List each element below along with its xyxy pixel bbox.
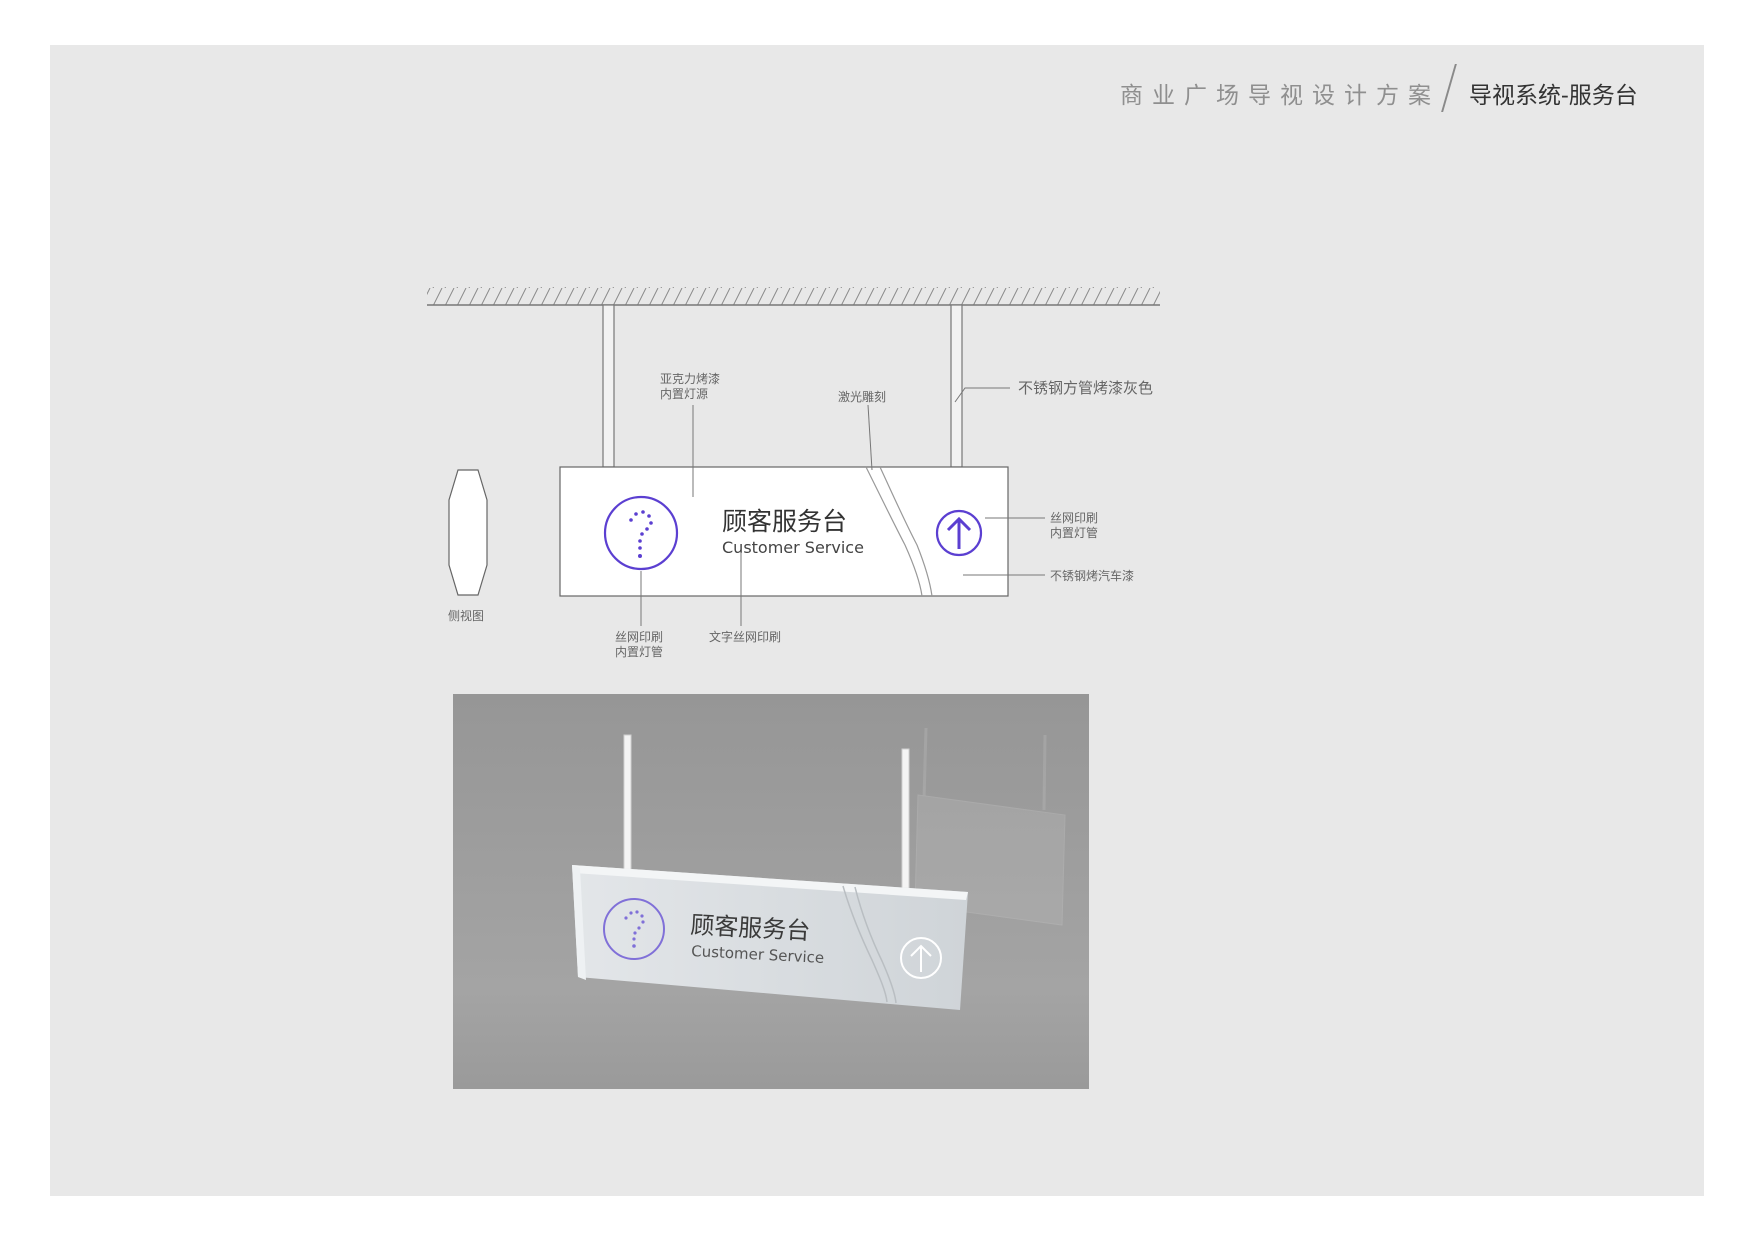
section-title: 导视系统-服务台 [1469, 83, 1638, 109]
note-screen-right-1: 丝网印刷 [1050, 511, 1098, 525]
sign-elevation [559, 466, 1009, 597]
arrow-up-icon [935, 509, 983, 557]
note-screen-left-1: 丝网印刷 [615, 630, 663, 644]
note-text-screen: 文字丝网印刷 [709, 629, 781, 644]
note-acrylic-1: 亚克力烤漆 [660, 371, 720, 386]
sign-title-cn: 顾客服务台 [722, 507, 847, 536]
ceiling [427, 287, 1160, 306]
side-view-label: 侧视图 [448, 608, 484, 623]
note-steel-paint: 不锈钢烤汽车漆 [1050, 568, 1134, 583]
note-steel-tube: 不锈钢方管烤漆灰色 [1018, 379, 1153, 397]
question-mark-icon [603, 495, 679, 571]
sign-render-photo: 顾客服务台 Customer Service [453, 694, 1089, 1089]
project-title: 商业广场导视设计方案 [1120, 83, 1440, 109]
note-laser: 激光雕刻 [838, 389, 886, 404]
sign-title-en: Customer Service [722, 538, 864, 557]
note-screen-left-2: 内置灯管 [615, 644, 663, 659]
annotation-leaders [640, 387, 1045, 626]
note-screen-right-2: 内置灯管 [1050, 525, 1098, 540]
hanging-tubes [602, 304, 963, 468]
render-arrow-icon [900, 937, 942, 979]
render-title-cn: 顾客服务台 [690, 911, 811, 945]
side-view-profile [448, 469, 488, 596]
note-acrylic-2: 内置灯源 [660, 387, 708, 401]
